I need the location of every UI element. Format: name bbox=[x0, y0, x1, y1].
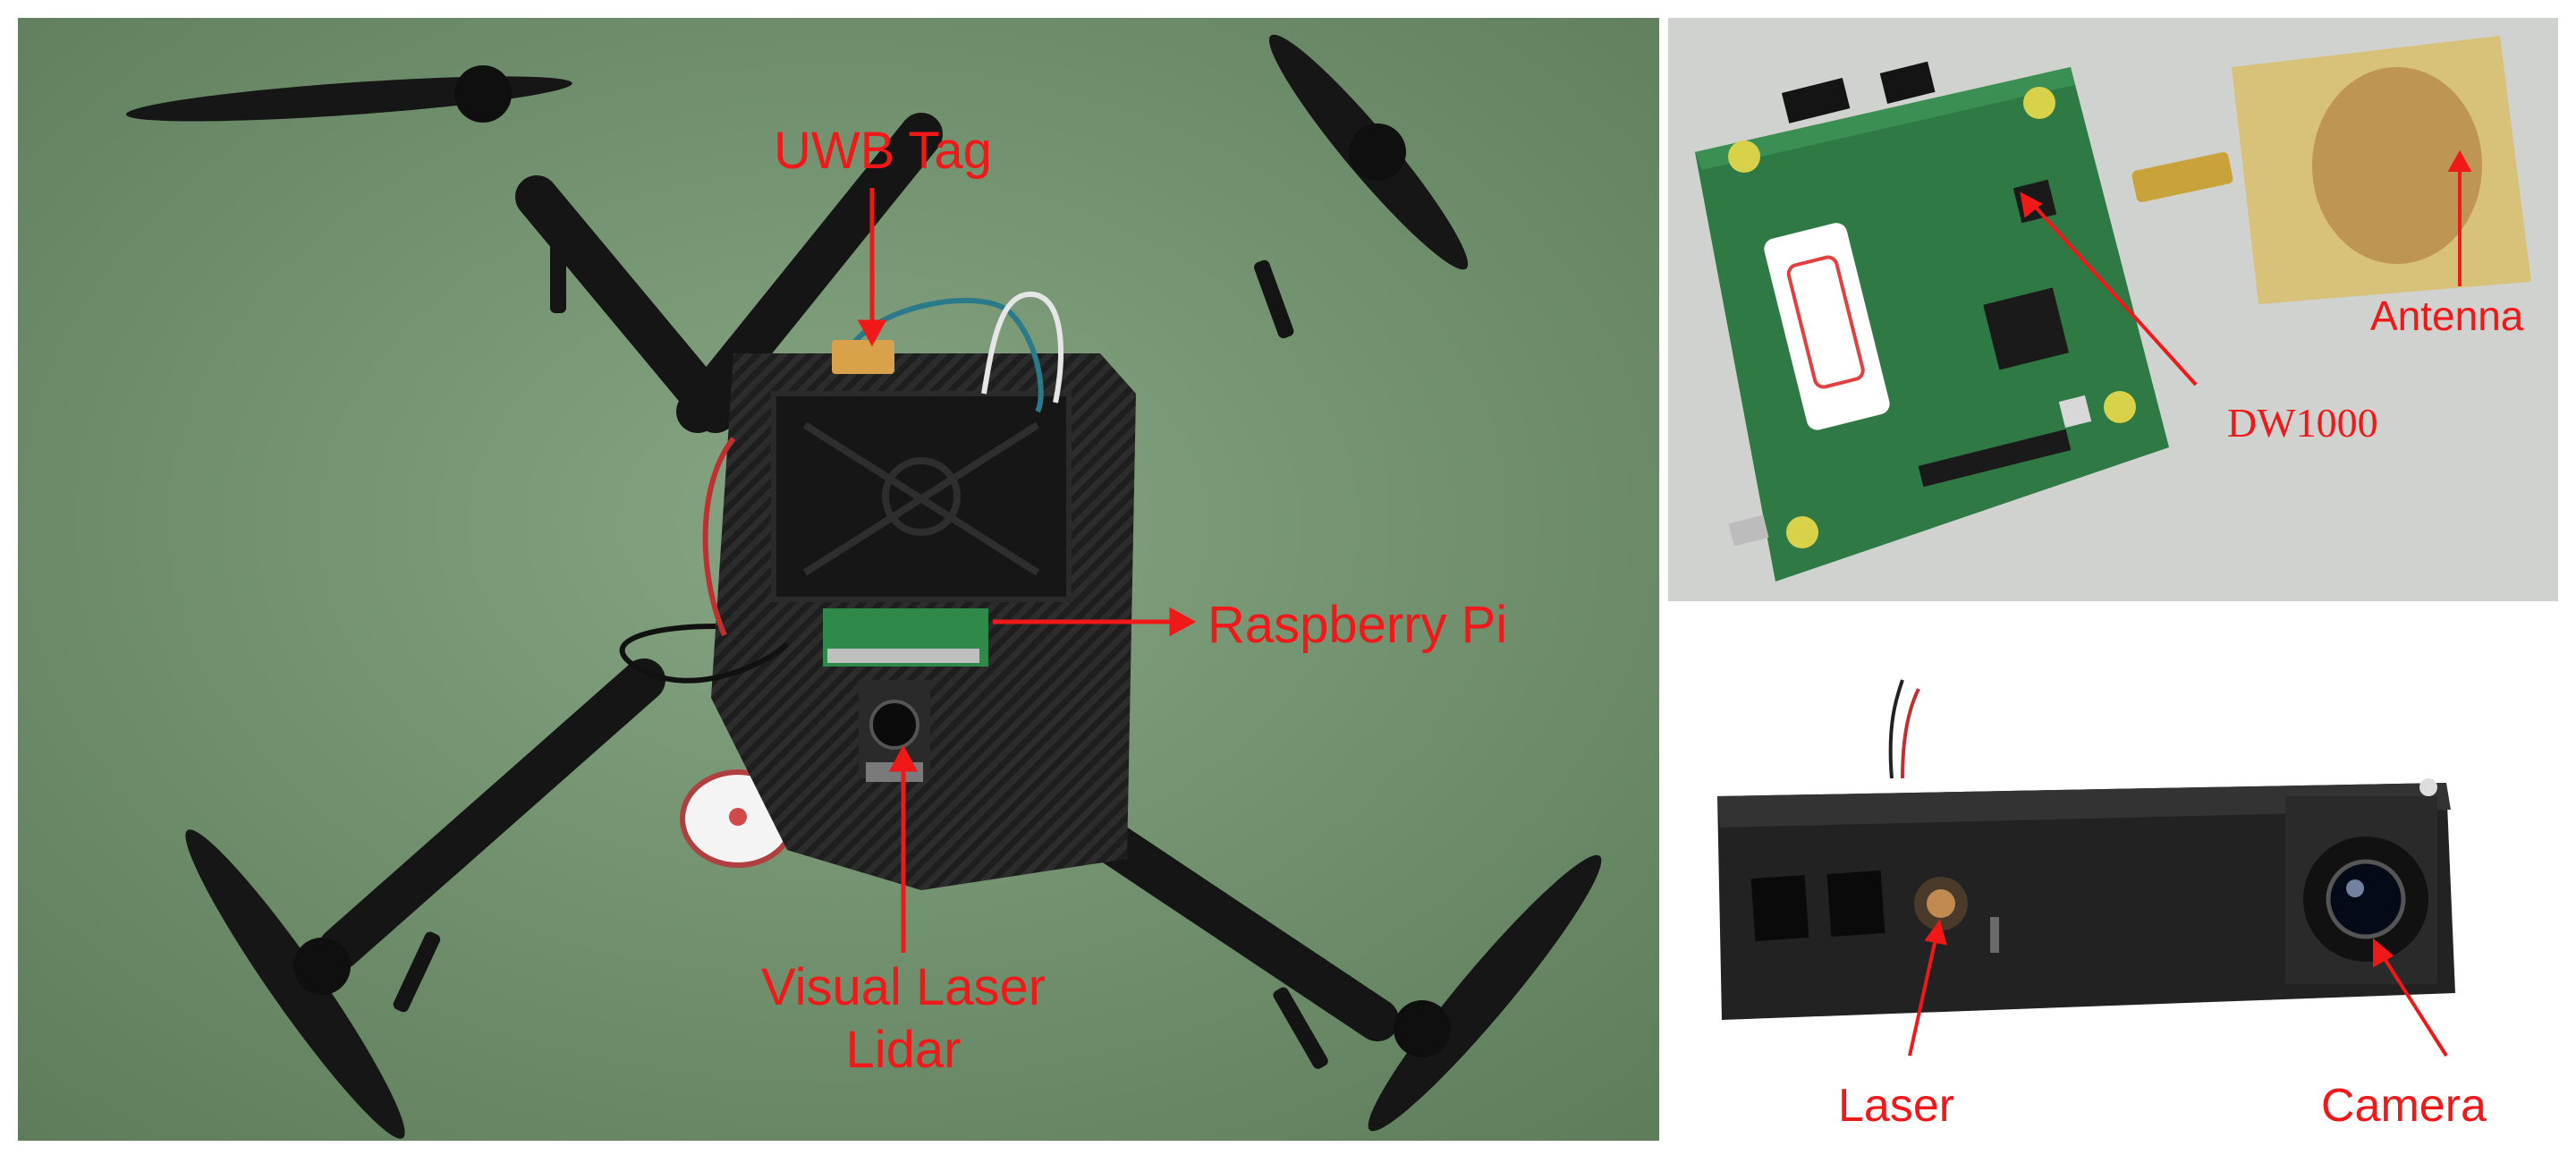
module-housing bbox=[1717, 783, 2455, 1020]
drone-photo-panel: UWB Tag Raspberry Pi Visual Laser Lidar bbox=[18, 18, 1659, 1141]
uwb-tag-label: UWB Tag bbox=[774, 122, 992, 180]
antenna-label: Antenna bbox=[2370, 293, 2524, 339]
laser-label: Laser bbox=[1838, 1080, 1955, 1132]
cables bbox=[619, 291, 1063, 684]
dw1000-label: DW1000 bbox=[2227, 400, 2378, 446]
landing-legs bbox=[393, 197, 1328, 1069]
uwb-board-panel: Antenna DW1000 bbox=[1668, 18, 2558, 601]
sma-connector bbox=[2131, 152, 2233, 202]
uwb-board-photo bbox=[1668, 18, 2558, 601]
camera-label: Camera bbox=[2321, 1080, 2487, 1132]
camera-lens bbox=[2285, 778, 2437, 984]
raspberry-pi-label: Raspberry Pi bbox=[1208, 596, 1508, 654]
module-openings bbox=[1750, 870, 1885, 942]
uwb-tag bbox=[832, 340, 894, 374]
pcb bbox=[1695, 61, 2169, 582]
antenna bbox=[2232, 36, 2531, 304]
module-annotation-arrows bbox=[1908, 919, 2448, 1057]
propeller-top-right bbox=[1268, 34, 1469, 270]
raspberry-pi bbox=[823, 608, 988, 667]
propeller-top-left bbox=[125, 65, 572, 123]
drone-annotation-arrows bbox=[857, 188, 1197, 953]
lidar-label-line1: Visual Laser bbox=[760, 958, 1046, 1016]
laser-aperture bbox=[1914, 877, 1968, 930]
propeller-bottom-right bbox=[1368, 854, 1602, 1132]
lidar-label-line2: Lidar bbox=[845, 1021, 962, 1079]
lidar-module-panel: Laser Camera bbox=[1668, 617, 2558, 1154]
drone-photo bbox=[18, 18, 1659, 1141]
module-wires bbox=[1888, 679, 1920, 779]
lidar-module-photo bbox=[1668, 617, 2558, 1154]
board-annotation-arrows bbox=[2020, 149, 2472, 386]
propeller-bottom-left bbox=[185, 829, 405, 1139]
